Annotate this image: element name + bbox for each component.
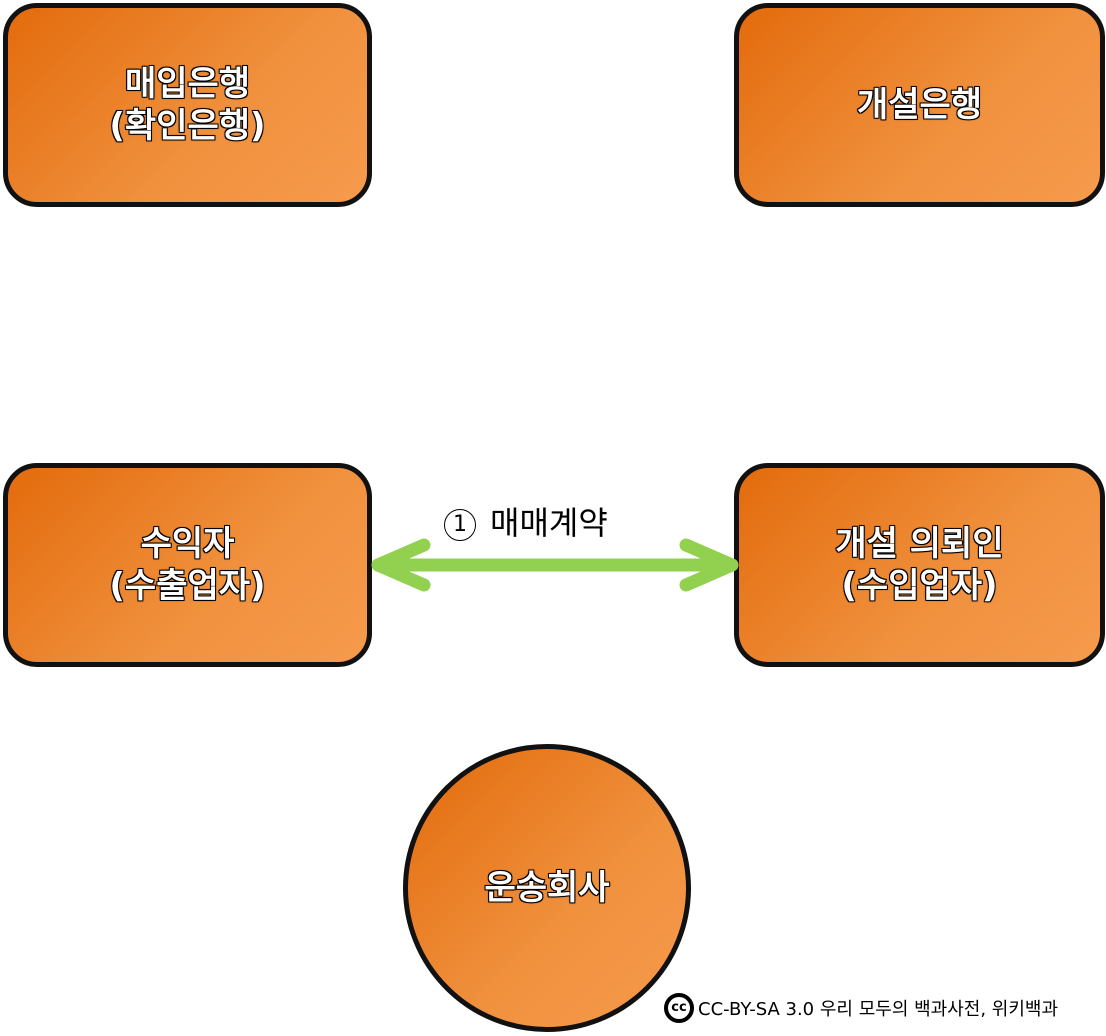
cc-icon: cc [664, 993, 694, 1023]
edge-label: 1 매매계약 [444, 498, 608, 544]
node-beneficiary: 수익자 (수출업자) [3, 463, 372, 667]
node-issuing-bank: 개설은행 [734, 3, 1105, 207]
arrow-head-right [679, 538, 739, 592]
node-applicant: 개설 의뢰인 (수입업자) [734, 463, 1105, 667]
node-sublabel: (확인은행) [109, 105, 267, 147]
step-number: 1 [444, 509, 476, 541]
node-label: 수익자 [140, 523, 235, 565]
node-label: 개설 의뢰인 [835, 523, 1005, 565]
node-carrier: 운송회사 [403, 744, 691, 1032]
license-footer: cc CC-BY-SA 3.0 우리 모두의 백과사전, 위키백과 [664, 993, 1058, 1023]
node-label: 운송회사 [484, 867, 611, 909]
node-negotiating-bank: 매입은행 (확인은행) [3, 3, 372, 207]
edge-text: 매매계약 [490, 504, 608, 542]
license-text: CC-BY-SA 3.0 우리 모두의 백과사전, 위키백과 [698, 999, 1059, 1020]
arrow-head-left [371, 538, 431, 592]
node-label: 매입은행 [124, 63, 251, 105]
node-label: 개설은행 [856, 84, 983, 126]
node-sublabel: (수입업자) [841, 565, 999, 607]
node-sublabel: (수출업자) [109, 565, 267, 607]
